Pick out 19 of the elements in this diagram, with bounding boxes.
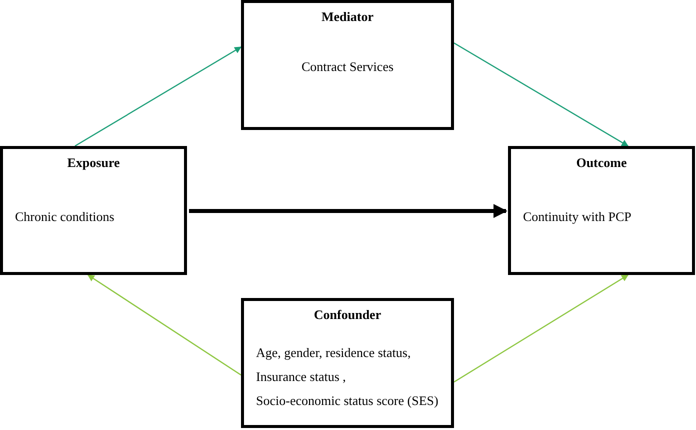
box-text: Chronic conditions	[15, 209, 114, 225]
arrow	[189, 204, 508, 218]
box-heading: Mediator	[322, 9, 374, 25]
arrow	[74, 46, 242, 147]
variable-box	[241, 0, 454, 130]
box-text: Continuity with PCP	[523, 209, 632, 225]
variable-box	[241, 298, 454, 428]
box-text: Contract Services	[301, 59, 394, 75]
arrow	[87, 274, 242, 376]
box-text: Insurance status ,	[256, 369, 346, 385]
box-heading: Confounder	[314, 307, 382, 323]
variable-box	[508, 146, 695, 275]
variable-box	[0, 146, 187, 275]
box-heading: Exposure	[67, 155, 120, 171]
box-heading: Outcome	[576, 155, 627, 171]
box-text: Socio-economic status score (SES)	[256, 393, 438, 409]
arrow	[454, 274, 629, 383]
arrow	[454, 42, 629, 147]
box-text: Age, gender, residence status,	[256, 345, 411, 361]
